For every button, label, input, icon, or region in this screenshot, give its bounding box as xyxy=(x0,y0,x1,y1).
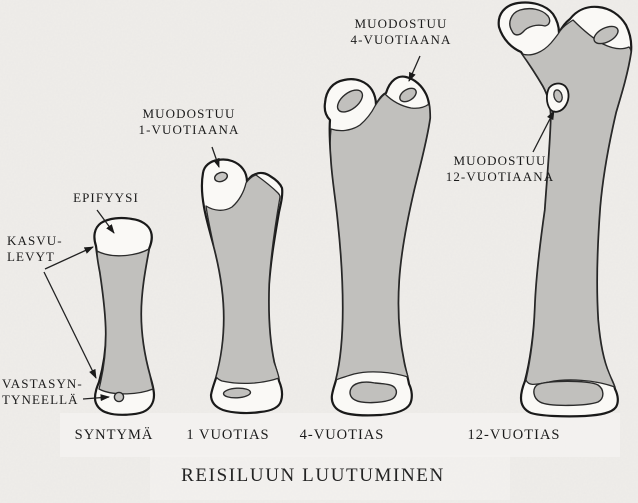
diaphysis xyxy=(205,174,281,385)
label-epiphysis: EPIFYYSI xyxy=(73,190,139,205)
label-forms-at-12: MUODOSTUU 12-VUOTIAANA xyxy=(445,153,555,185)
ossification-center-distal xyxy=(349,381,398,404)
ossification-center-trochanter xyxy=(399,87,417,103)
ossification-center-lesser-trochanter xyxy=(553,89,563,103)
ossification-center-head xyxy=(213,171,229,183)
caption-4-year: 4-VUOTIAS xyxy=(299,427,385,443)
leader-line-forms-at-1 xyxy=(211,146,220,168)
leader-line-growth-plate-lower xyxy=(43,271,97,379)
caption-1-year: 1 VUOTIAS xyxy=(186,427,270,443)
label-at-birth: VASTASYN- TYNEELLÄ xyxy=(2,376,83,408)
leader-line-growth-plate-upper xyxy=(44,246,94,270)
leader-line-at-birth xyxy=(82,394,110,402)
leader-line-forms-at-12 xyxy=(532,110,555,153)
ossification-center-distal xyxy=(113,391,125,403)
diaphysis xyxy=(521,19,632,388)
femur-12-year xyxy=(497,1,633,418)
caption-12-year: 12-VUOTIAS xyxy=(467,427,561,443)
ossification-center-distal xyxy=(533,380,604,407)
diaphysis xyxy=(329,93,431,381)
leader-line-epiphysis xyxy=(96,209,115,234)
diaphysis xyxy=(96,248,154,395)
caption-birth: SYNTYMÄ xyxy=(74,427,154,443)
figure-title: REISILUUN LUUTUMINEN xyxy=(181,465,445,486)
femur-newborn xyxy=(93,216,156,416)
ossification-center-trochanter xyxy=(593,25,619,45)
label-forms-at-4: MUODOSTUU 4-VUOTIAANA xyxy=(350,16,452,48)
label-forms-at-1: MUODOSTUU 1-VUOTIAANA xyxy=(138,106,240,138)
label-growth-plates: KASVU- LEVYT xyxy=(7,233,63,265)
ossification-center-distal xyxy=(222,387,252,399)
leader-line-forms-at-4 xyxy=(408,55,421,82)
femur-4-year xyxy=(323,75,432,417)
leader-lines xyxy=(43,55,555,402)
femur-1-year xyxy=(200,158,284,415)
ossification-center-head xyxy=(509,7,551,36)
scan-light-band-title xyxy=(150,455,510,500)
scan-light-band xyxy=(60,413,620,457)
ossification-center-head xyxy=(336,89,364,113)
